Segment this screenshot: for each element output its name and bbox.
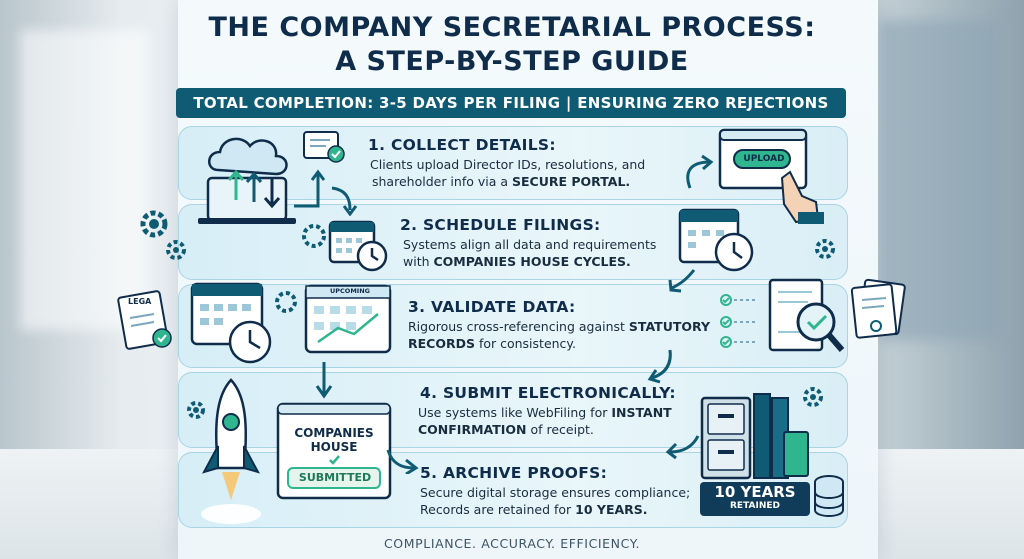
calendar-clock-icon <box>302 220 388 272</box>
arrow-to-archive-icon <box>665 435 700 460</box>
companies-house-line-2: HOUSE <box>310 440 358 454</box>
step-1-title: 1. COLLECT DETAILS: <box>368 136 556 154</box>
arrow-curve-right-icon <box>647 349 672 384</box>
step-1-text-b: shareholder info via a SECURE PORTAL. <box>372 174 631 189</box>
gears-icon <box>140 210 186 260</box>
legal-document-icon <box>117 290 172 350</box>
step-3-text-a: Rigorous cross-referencing against STATU… <box>408 319 711 334</box>
step-5-text-b: Records are retained for 10 YEARS. <box>420 502 648 517</box>
step-2-text-b: with COMPANIES HOUSE CYCLES. <box>403 254 631 269</box>
documents-right-icon <box>850 278 906 339</box>
submitted-badge: SUBMITTED <box>298 471 372 484</box>
step-3-panel <box>178 284 848 368</box>
sync-arrows-icon <box>294 169 358 216</box>
calendar-clock-right-icon <box>678 208 754 272</box>
arrow-to-step5-icon <box>386 449 419 474</box>
calendars-icon <box>190 282 392 364</box>
step-2-title: 2. SCHEDULE FILINGS: <box>400 216 601 234</box>
title-line-1: THE COMPANY SECRETARIAL PROCESS: <box>208 12 816 43</box>
step-1-text-a: Clients upload Director IDs, resolutions… <box>370 157 646 172</box>
step-5-title: 5. ARCHIVE PROOFS: <box>420 464 608 482</box>
upload-button-label: UPLOAD <box>743 154 785 164</box>
checklist-magnifier-icon <box>720 278 845 352</box>
step-3-text-b: RECORDS for consistency. <box>408 336 577 351</box>
title-line-2: A STEP-BY-STEP GUIDE <box>335 46 689 77</box>
companies-house-line-1: COMPANIES <box>294 426 374 440</box>
step-4-text-b: CONFIRMATION of receipt. <box>418 422 594 437</box>
step-3-title: 3. VALIDATE DATA: <box>408 298 576 316</box>
retained-text: RETAINED <box>730 501 780 511</box>
down-arrow-icon <box>668 269 696 293</box>
curved-arrow-icon <box>686 154 714 189</box>
cloud-upload-laptop-icon <box>198 137 296 224</box>
ten-years-badge: 10 YEARS RETAINED <box>700 482 810 516</box>
legal-doc-label: LEGA <box>128 297 152 306</box>
filing-cabinet-icon <box>700 393 809 480</box>
step-4-title: 4. SUBMIT ELECTRONICALLY: <box>420 384 676 402</box>
upload-window-icon <box>718 128 824 224</box>
gear-right-icon <box>803 387 823 407</box>
calendar-upcoming-label: UPCOMING <box>330 287 370 295</box>
verified-document-icon <box>303 131 345 163</box>
gear-left-icon <box>187 401 205 419</box>
footer-tagline: COMPLIANCE. ACCURACY. EFFICIENCY. <box>383 536 641 551</box>
step-2-text-a: Systems align all data and requirements <box>403 237 657 252</box>
gear-small-icon <box>815 239 835 259</box>
completion-banner: TOTAL COMPLETION: 3-5 DAYS PER FILING | … <box>176 88 846 118</box>
ten-years-text: 10 YEARS <box>714 483 796 501</box>
database-icon <box>814 475 844 517</box>
companies-house-window-icon <box>276 402 392 500</box>
step-5-text-a: Secure digital storage ensures complianc… <box>420 485 691 500</box>
rocket-icon <box>201 378 261 524</box>
step-4-text-a: Use systems like WebFiling for INSTANT <box>418 405 672 420</box>
arrow-down-left-icon <box>315 362 333 399</box>
